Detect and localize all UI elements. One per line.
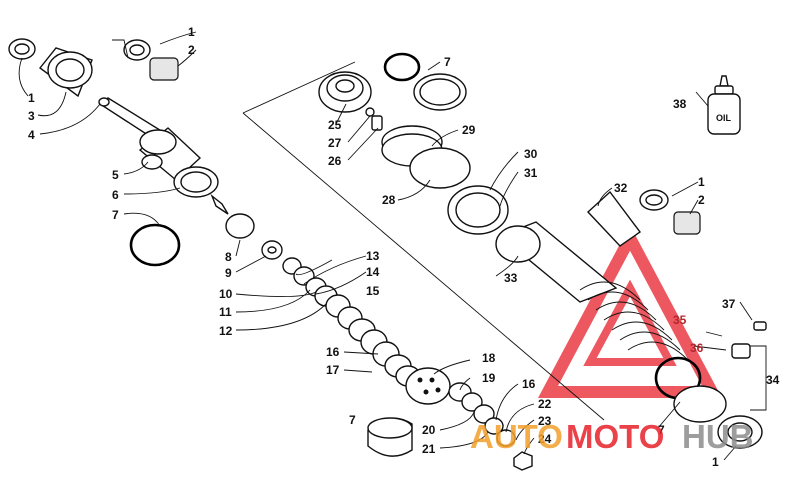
- callout-26: 26: [328, 154, 342, 168]
- callout-10: 10: [219, 287, 233, 301]
- ring-part-7-top: [413, 73, 467, 111]
- callout-2-top: 2: [188, 43, 195, 57]
- watermark-text-auto: AUTO: [470, 418, 563, 455]
- callout-12: 12: [219, 324, 233, 338]
- valve-part-26-27: [365, 107, 383, 131]
- callout-8: 8: [225, 250, 232, 264]
- callout-20: 20: [422, 423, 436, 437]
- callout-labels: 1 3 4 1 2 5 6 7 8 9 10 11 12 13 14 15 16…: [28, 25, 780, 469]
- shaft-seal-part-6: [173, 166, 229, 215]
- oring-part-7-top: [383, 52, 421, 82]
- spring-seat-part-32: [587, 190, 641, 247]
- callout-33: 33: [504, 271, 518, 285]
- callout-37: 37: [722, 297, 736, 311]
- callout-7-bottom: 7: [349, 413, 356, 427]
- callout-5: 5: [112, 168, 119, 182]
- fitting-part-35-37: [705, 321, 767, 359]
- callout-35: 35: [673, 313, 687, 327]
- callout-31: 31: [524, 166, 538, 180]
- callout-30: 30: [524, 147, 538, 161]
- shaft-body-part-5: [138, 127, 202, 181]
- callout-21: 21: [422, 442, 436, 456]
- lower-eye: [673, 385, 727, 423]
- bushing-part-1-bottom-right: [717, 415, 763, 449]
- callout-6: 6: [112, 188, 119, 202]
- sleeve-part-2-right: [673, 211, 701, 235]
- bushing-part-1-top-left: [8, 38, 36, 60]
- callout-7-top: 7: [444, 55, 451, 69]
- callout-4: 4: [28, 128, 35, 142]
- upper-eye-part-3: [38, 47, 93, 98]
- callout-14: 14: [366, 265, 380, 279]
- callout-3: 3: [28, 109, 35, 123]
- callout-1-top-left: 1: [28, 91, 35, 105]
- callout-38: 38: [673, 97, 687, 111]
- callout-11: 11: [219, 305, 232, 319]
- leader-lines: [18, 31, 753, 461]
- watermark-text-moto: MOTO: [566, 418, 664, 455]
- sleeve-part-2-top: [149, 57, 179, 81]
- callout-1-right: 1: [698, 175, 705, 189]
- oil-label: OIL: [716, 113, 732, 123]
- oil-bottle-part-38: OIL: [707, 75, 741, 135]
- callout-15: 15: [366, 284, 380, 298]
- callout-16-right: 16: [522, 377, 536, 391]
- bushing-part-1-right: [639, 189, 669, 211]
- callout-34: 34: [766, 373, 780, 387]
- floating-piston-part-28-29: [381, 125, 471, 189]
- callout-32: 32: [614, 181, 628, 195]
- callout-23: 23: [538, 414, 552, 428]
- callout-36: 36: [690, 341, 704, 355]
- reservoir-box-outline: [242, 61, 605, 421]
- callout-1-top: 1: [188, 25, 195, 39]
- callout-9: 9: [225, 266, 232, 280]
- callout-29: 29: [462, 123, 476, 137]
- callout-7-left: 7: [112, 208, 119, 222]
- watermark-text-hub: HUB: [682, 418, 754, 455]
- oring-part-7-left: [129, 223, 181, 267]
- valve-stack: [225, 213, 421, 387]
- shock-body-part-33: [495, 221, 618, 303]
- callout-27: 27: [328, 136, 342, 150]
- wear-ring-part-7-bottom: [367, 417, 413, 457]
- piston-part-18: [405, 367, 451, 405]
- watermark-wordmark: AUTO MOTO HUB: [470, 418, 754, 455]
- callout-19: 19: [482, 371, 496, 385]
- callout-1-bottom-right: 1: [712, 455, 719, 469]
- callout-2-right: 2: [698, 193, 705, 207]
- callout-24: 24: [538, 432, 552, 446]
- callout-7-right: 7: [658, 423, 665, 437]
- callout-18: 18: [482, 351, 496, 365]
- reservoir-cap-part-25: [318, 71, 372, 113]
- bushing-part-1-top: [123, 39, 151, 61]
- callout-28: 28: [382, 193, 396, 207]
- bracket-part-34: [750, 345, 767, 411]
- spring-adjuster-part-30-31: [447, 185, 509, 235]
- callout-16-left: 16: [326, 345, 340, 359]
- spring-coils: [579, 281, 689, 361]
- callout-22: 22: [538, 397, 552, 411]
- shim-stack-19-24: [448, 382, 533, 471]
- callout-17: 17: [326, 363, 340, 377]
- callout-25: 25: [328, 118, 342, 132]
- callout-13: 13: [366, 249, 380, 263]
